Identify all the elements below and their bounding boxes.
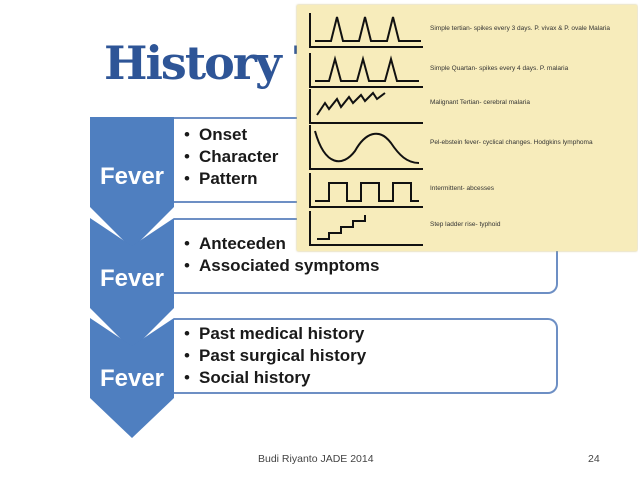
fever-pattern-row: Malignant Tertian- cerebral malaria bbox=[297, 87, 637, 125]
chevron-label: Fever bbox=[99, 365, 165, 392]
intermittent-square-wave-icon bbox=[309, 173, 423, 208]
fever-pattern-caption: Simple tertian- spikes every 3 days. P. … bbox=[430, 25, 611, 32]
irregular-spikes-icon bbox=[309, 89, 423, 124]
chevron-arrow-icon bbox=[90, 117, 174, 249]
fever-pattern-caption: Pel-ebstein fever- cyclical changes. Hod… bbox=[430, 139, 593, 146]
fever-pattern-caption: Step ladder rise- typhoid bbox=[430, 221, 501, 228]
bullet-item: Pattern bbox=[184, 168, 278, 190]
cyclical-wave-icon bbox=[309, 125, 423, 170]
bullet-item: Social history bbox=[184, 367, 366, 389]
chevron-fever-3: Fever bbox=[90, 318, 174, 450]
bullet-list: Past medical history Past surgical histo… bbox=[184, 323, 366, 389]
bullet-list: Anteceden Associated symptoms bbox=[184, 233, 379, 277]
chevron-fever-1: Fever bbox=[90, 117, 174, 249]
fever-pattern-caption: Simple Quartan- spikes every 4 days. P. … bbox=[430, 65, 569, 72]
fever-patterns-chart: Simple tertian- spikes every 3 days. P. … bbox=[297, 5, 637, 251]
fever-pattern-row: Simple Quartan- spikes every 4 days. P. … bbox=[297, 51, 637, 89]
step-ladder-icon bbox=[309, 211, 423, 246]
fever-pattern-row: Pel-ebstein fever- cyclical changes. Hod… bbox=[297, 123, 637, 171]
section-box-3: Past medical history Past surgical histo… bbox=[174, 318, 558, 394]
fever-pattern-row: Simple tertian- spikes every 3 days. P. … bbox=[297, 11, 637, 49]
chevron-label: Fever bbox=[99, 265, 165, 292]
bullet-item: Associated symptoms bbox=[184, 255, 379, 277]
bullet-item: Character bbox=[184, 146, 278, 168]
tertian-spikes-icon bbox=[309, 13, 423, 48]
footer-author: Budi Riyanto JADE 2014 bbox=[258, 453, 374, 465]
fever-pattern-caption: Intermittent- abcesses bbox=[430, 185, 494, 192]
bullet-item: Anteceden bbox=[184, 233, 379, 255]
fever-pattern-caption: Malignant Tertian- cerebral malaria bbox=[430, 99, 530, 106]
bullet-item: Past surgical history bbox=[184, 345, 366, 367]
bullet-item: Past medical history bbox=[184, 323, 366, 345]
bullet-list: Onset Character Pattern bbox=[184, 124, 278, 190]
chevron-arrow-icon bbox=[90, 218, 174, 350]
page-number: 24 bbox=[588, 453, 600, 465]
quartan-spikes-icon bbox=[309, 53, 423, 88]
chevron-arrow-icon bbox=[90, 318, 174, 438]
fever-pattern-row: Intermittent- abcesses bbox=[297, 171, 637, 209]
chevron-fever-2: Fever bbox=[90, 218, 174, 350]
fever-pattern-row: Step ladder rise- typhoid bbox=[297, 209, 637, 247]
bullet-item: Onset bbox=[184, 124, 278, 146]
chevron-label: Fever bbox=[99, 163, 165, 190]
